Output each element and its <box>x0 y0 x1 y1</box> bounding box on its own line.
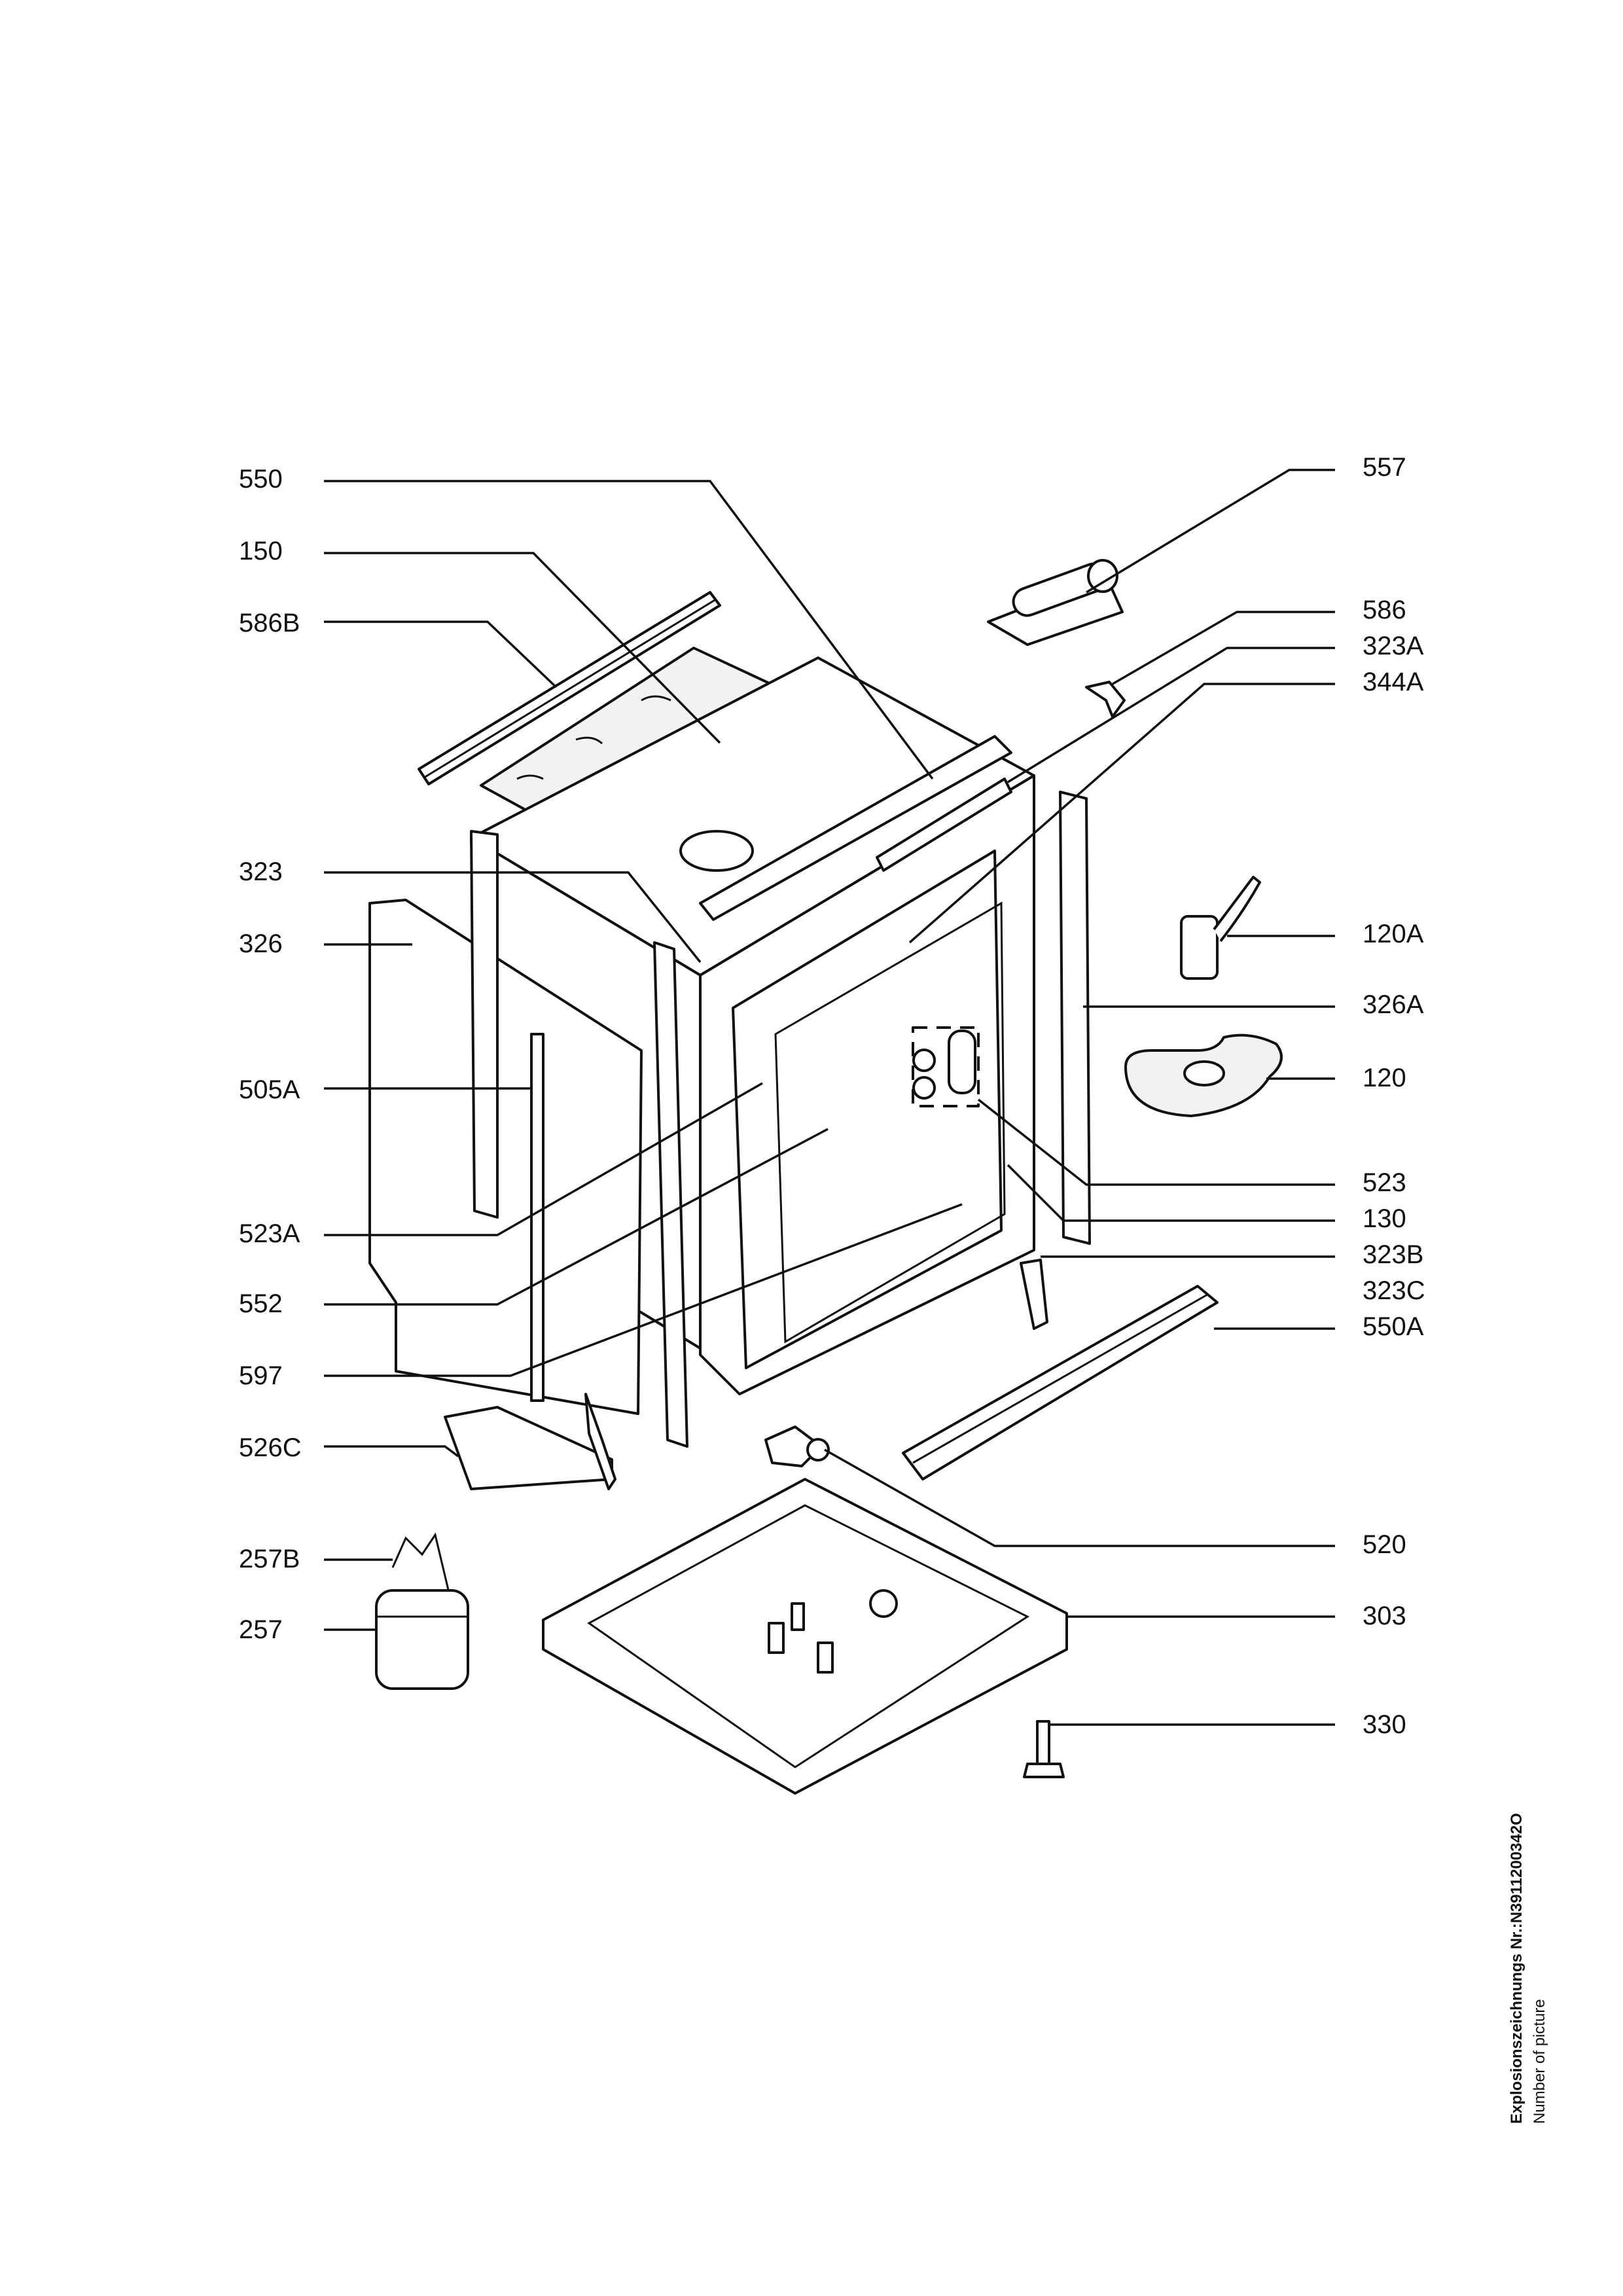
label-505A: 505A <box>239 1075 300 1104</box>
part-586-bracket <box>1085 681 1126 718</box>
label-526C: 526C <box>239 1433 302 1462</box>
label-323: 323 <box>239 857 283 886</box>
label-326: 326 <box>239 929 283 958</box>
label-597: 597 <box>239 1361 283 1390</box>
part-120A-filter <box>1180 876 1261 980</box>
part-323C-bracket <box>1020 1259 1048 1330</box>
label-323C: 323C <box>1363 1276 1425 1305</box>
label-550A: 550A <box>1363 1312 1424 1341</box>
drawing-number-subtitle: Number of picture <box>1531 1999 1548 2124</box>
label-520: 520 <box>1363 1530 1406 1559</box>
label-323A: 323A <box>1363 632 1424 660</box>
drawing-number-title: Explosionszeichnungs Nr.:N3911200342O <box>1508 1813 1525 2124</box>
part-326-side-panel <box>368 899 643 1415</box>
label-303: 303 <box>1363 1602 1406 1630</box>
label-550: 550 <box>239 465 283 493</box>
label-130: 130 <box>1363 1204 1406 1233</box>
label-523: 523 <box>1363 1168 1406 1197</box>
label-586B: 586B <box>239 609 300 637</box>
label-552: 552 <box>239 1289 283 1318</box>
label-120A: 120A <box>1363 920 1424 948</box>
label-150: 150 <box>239 537 283 565</box>
part-303-base-tray <box>542 1478 1068 1795</box>
part-550-top-rail <box>699 735 1012 921</box>
part-550A-front-rail <box>902 1285 1219 1480</box>
part-520-fitting <box>764 1426 830 1467</box>
label-344A: 344A <box>1363 668 1424 696</box>
label-323B: 323B <box>1363 1240 1423 1269</box>
part-left-rails <box>470 830 688 1448</box>
part-257B-clip <box>391 1532 453 1604</box>
label-257B: 257B <box>239 1545 300 1573</box>
label-330: 330 <box>1363 1710 1406 1739</box>
part-586B-rail <box>418 591 721 785</box>
label-523A: 523A <box>239 1219 300 1248</box>
part-557-roll <box>987 559 1124 646</box>
label-257: 257 <box>239 1615 283 1644</box>
part-257-container <box>375 1589 469 1690</box>
part-120-filter-plate <box>1124 1033 1283 1117</box>
leader-lines <box>324 469 1335 1726</box>
label-586: 586 <box>1363 596 1406 624</box>
part-330-screw-foot <box>1023 1720 1065 1778</box>
part-526C-bracket <box>444 1393 616 1490</box>
label-557: 557 <box>1363 453 1406 482</box>
label-326A: 326A <box>1363 990 1424 1019</box>
label-120: 120 <box>1363 1064 1406 1092</box>
